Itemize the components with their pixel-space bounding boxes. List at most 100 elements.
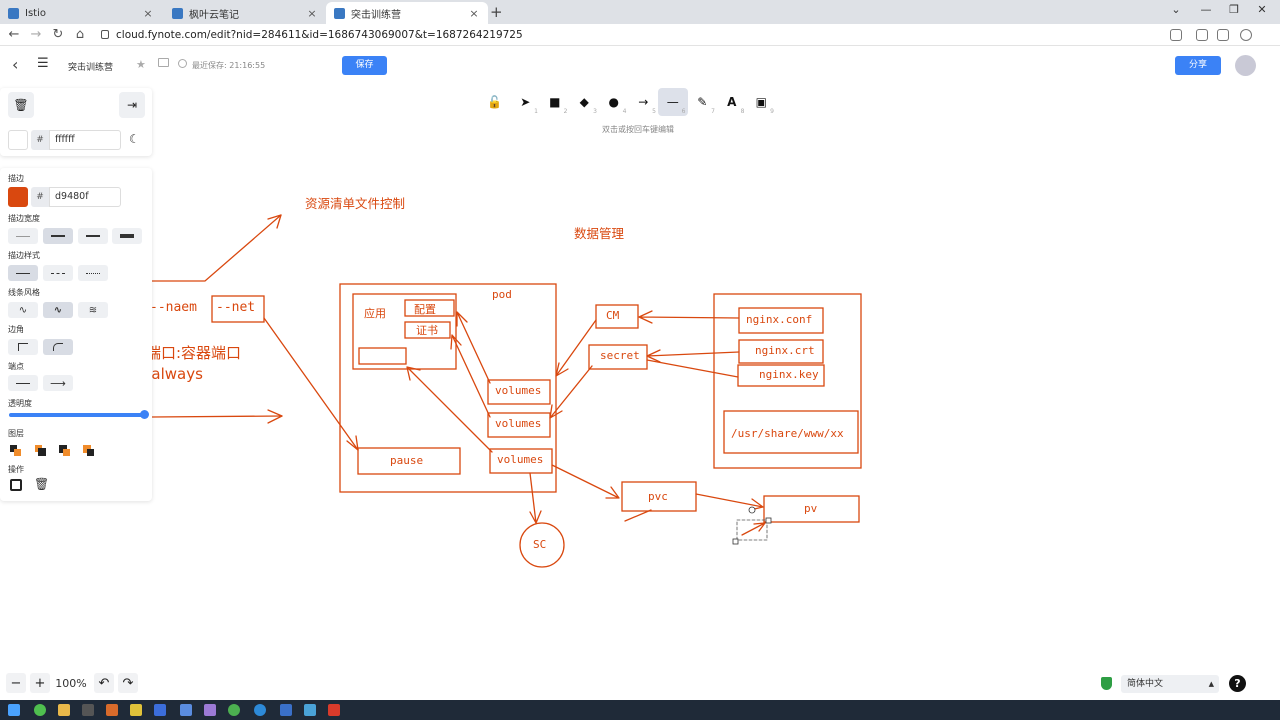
- label-volumes-2[interactable]: volumes: [495, 417, 542, 430]
- help-button[interactable]: ?: [1229, 675, 1246, 692]
- app-icon[interactable]: [328, 704, 340, 716]
- ellipse-tool-button[interactable]: ●4: [599, 88, 629, 116]
- endpoint-none[interactable]: [8, 375, 38, 391]
- app-icon[interactable]: [154, 704, 166, 716]
- delete-icon[interactable]: 🗑: [34, 477, 50, 491]
- label-cert[interactable]: 证书: [416, 324, 438, 337]
- sloppiness-artist[interactable]: ∿: [43, 302, 73, 318]
- edge-icon[interactable]: [254, 704, 266, 716]
- send-backward-icon[interactable]: [35, 445, 47, 457]
- back-arrow-icon[interactable]: ‹: [12, 55, 19, 74]
- label-app[interactable]: 应用: [364, 307, 386, 320]
- star-icon[interactable]: ★: [136, 58, 146, 71]
- extension-icon[interactable]: [1196, 29, 1208, 41]
- stroke-width-thin[interactable]: [8, 228, 38, 244]
- label-volumes-1[interactable]: volumes: [495, 384, 542, 397]
- dark-mode-moon-icon[interactable]: ☾: [129, 132, 140, 146]
- maximize-button[interactable]: ❐: [1229, 3, 1239, 16]
- close-window-button[interactable]: ✕: [1257, 3, 1267, 16]
- zoom-out-button[interactable]: −: [6, 673, 26, 693]
- clear-canvas-button[interactable]: 🗑: [8, 92, 34, 118]
- stroke-style-solid[interactable]: [8, 265, 38, 281]
- menu-icon[interactable]: ☰: [37, 56, 49, 71]
- zoom-in-button[interactable]: +: [30, 673, 50, 693]
- label-naem[interactable]: --naem: [150, 300, 197, 315]
- label-usr-path[interactable]: /usr/share/www/xx: [731, 427, 844, 440]
- home-icon[interactable]: ⌂: [75, 27, 85, 42]
- label-nginx-key[interactable]: nginx.key: [759, 368, 819, 381]
- note-always[interactable]: -always: [146, 365, 203, 383]
- stroke-width-medium[interactable]: [43, 228, 73, 244]
- back-icon[interactable]: ←: [8, 27, 20, 42]
- tab-fynote[interactable]: 枫叶云笔记 ×: [164, 2, 326, 24]
- note-resource-manifest[interactable]: 资源清单文件控制: [305, 196, 406, 211]
- profile-icon[interactable]: [1240, 29, 1252, 41]
- forward-icon[interactable]: →: [30, 27, 42, 42]
- note-port[interactable]: 端口:容器端口: [146, 344, 242, 362]
- rectangle-tool-button[interactable]: ■2: [540, 88, 570, 116]
- app-icon[interactable]: [130, 704, 142, 716]
- drawing-canvas[interactable]: 资源清单文件控制 数据管理 端口:容器端口 -always --naem --n…: [0, 86, 1280, 698]
- tab-training[interactable]: 突击训练营 ×: [326, 2, 488, 24]
- opacity-slider-track[interactable]: [9, 413, 146, 417]
- label-pv[interactable]: pv: [804, 502, 818, 515]
- corner-round[interactable]: [43, 339, 73, 355]
- reload-icon[interactable]: ↻: [52, 27, 64, 42]
- stroke-style-dashed[interactable]: [43, 265, 73, 281]
- avatar[interactable]: [1235, 55, 1256, 76]
- lock-icon[interactable]: [101, 30, 109, 39]
- start-icon[interactable]: [8, 704, 20, 716]
- label-pod[interactable]: pod: [492, 288, 512, 301]
- save-button[interactable]: 保存: [342, 56, 387, 75]
- pencil-tool-button[interactable]: ✎7: [688, 88, 718, 116]
- bring-forward-icon[interactable]: [59, 445, 71, 457]
- stroke-width-extra-bold[interactable]: [112, 228, 142, 244]
- app-icon[interactable]: [106, 704, 118, 716]
- stroke-color-swatch[interactable]: [8, 187, 28, 207]
- label-cm[interactable]: CM: [606, 309, 620, 322]
- background-swatch[interactable]: [8, 130, 28, 150]
- corner-sharp[interactable]: [8, 339, 38, 355]
- tab-close-icon[interactable]: ×: [143, 6, 153, 20]
- document-title[interactable]: 突击训练营: [68, 63, 114, 73]
- tab-close-icon[interactable]: ×: [307, 6, 317, 20]
- stroke-style-dotted[interactable]: [78, 265, 108, 281]
- label-volumes-3[interactable]: volumes: [497, 453, 544, 466]
- sloppiness-architect[interactable]: ∿: [8, 302, 38, 318]
- label-net[interactable]: --net: [216, 300, 256, 315]
- send-to-back-icon[interactable]: [10, 445, 22, 457]
- background-hex-input[interactable]: ffffff: [49, 130, 121, 150]
- folder-app-icon[interactable]: [58, 704, 70, 716]
- label-config[interactable]: 配置: [414, 303, 436, 316]
- label-secret[interactable]: secret: [600, 349, 640, 362]
- language-select[interactable]: 简体中文 ▲: [1121, 675, 1219, 693]
- app-icon[interactable]: [180, 704, 192, 716]
- line-tool-button[interactable]: —6: [658, 88, 688, 116]
- app-icon[interactable]: [82, 704, 94, 716]
- folder-icon[interactable]: [158, 58, 169, 67]
- app-icon[interactable]: [304, 704, 316, 716]
- duplicate-icon[interactable]: [10, 479, 22, 491]
- redo-button[interactable]: ↷: [118, 673, 138, 693]
- label-sc[interactable]: SC: [533, 538, 547, 551]
- more-menu-icon[interactable]: [1262, 29, 1274, 41]
- stroke-width-bold[interactable]: [78, 228, 108, 244]
- sloppiness-cartoonist[interactable]: ≋: [78, 302, 108, 318]
- sidebar-icon[interactable]: [1217, 29, 1229, 41]
- endpoint-arrow[interactable]: ⟶: [43, 375, 73, 391]
- export-button[interactable]: ⇥: [119, 92, 145, 118]
- note-data-management[interactable]: 数据管理: [574, 226, 625, 241]
- undo-button[interactable]: ↶: [94, 673, 114, 693]
- app-icon[interactable]: [204, 704, 216, 716]
- lock-tool-button[interactable]: 🔓: [480, 88, 510, 116]
- stroke-hex-input[interactable]: d9480f: [49, 187, 121, 207]
- image-tool-button[interactable]: ▣9: [747, 88, 777, 116]
- app-icon[interactable]: [280, 704, 292, 716]
- new-tab-button[interactable]: +: [490, 3, 503, 21]
- arrow-tool-button[interactable]: →5: [629, 88, 659, 116]
- opacity-slider-handle[interactable]: [140, 410, 149, 419]
- tab-search-icon[interactable]: ⌄: [1171, 3, 1181, 16]
- tab-istio[interactable]: Istio ×: [0, 2, 162, 24]
- bring-to-front-icon[interactable]: [83, 445, 95, 457]
